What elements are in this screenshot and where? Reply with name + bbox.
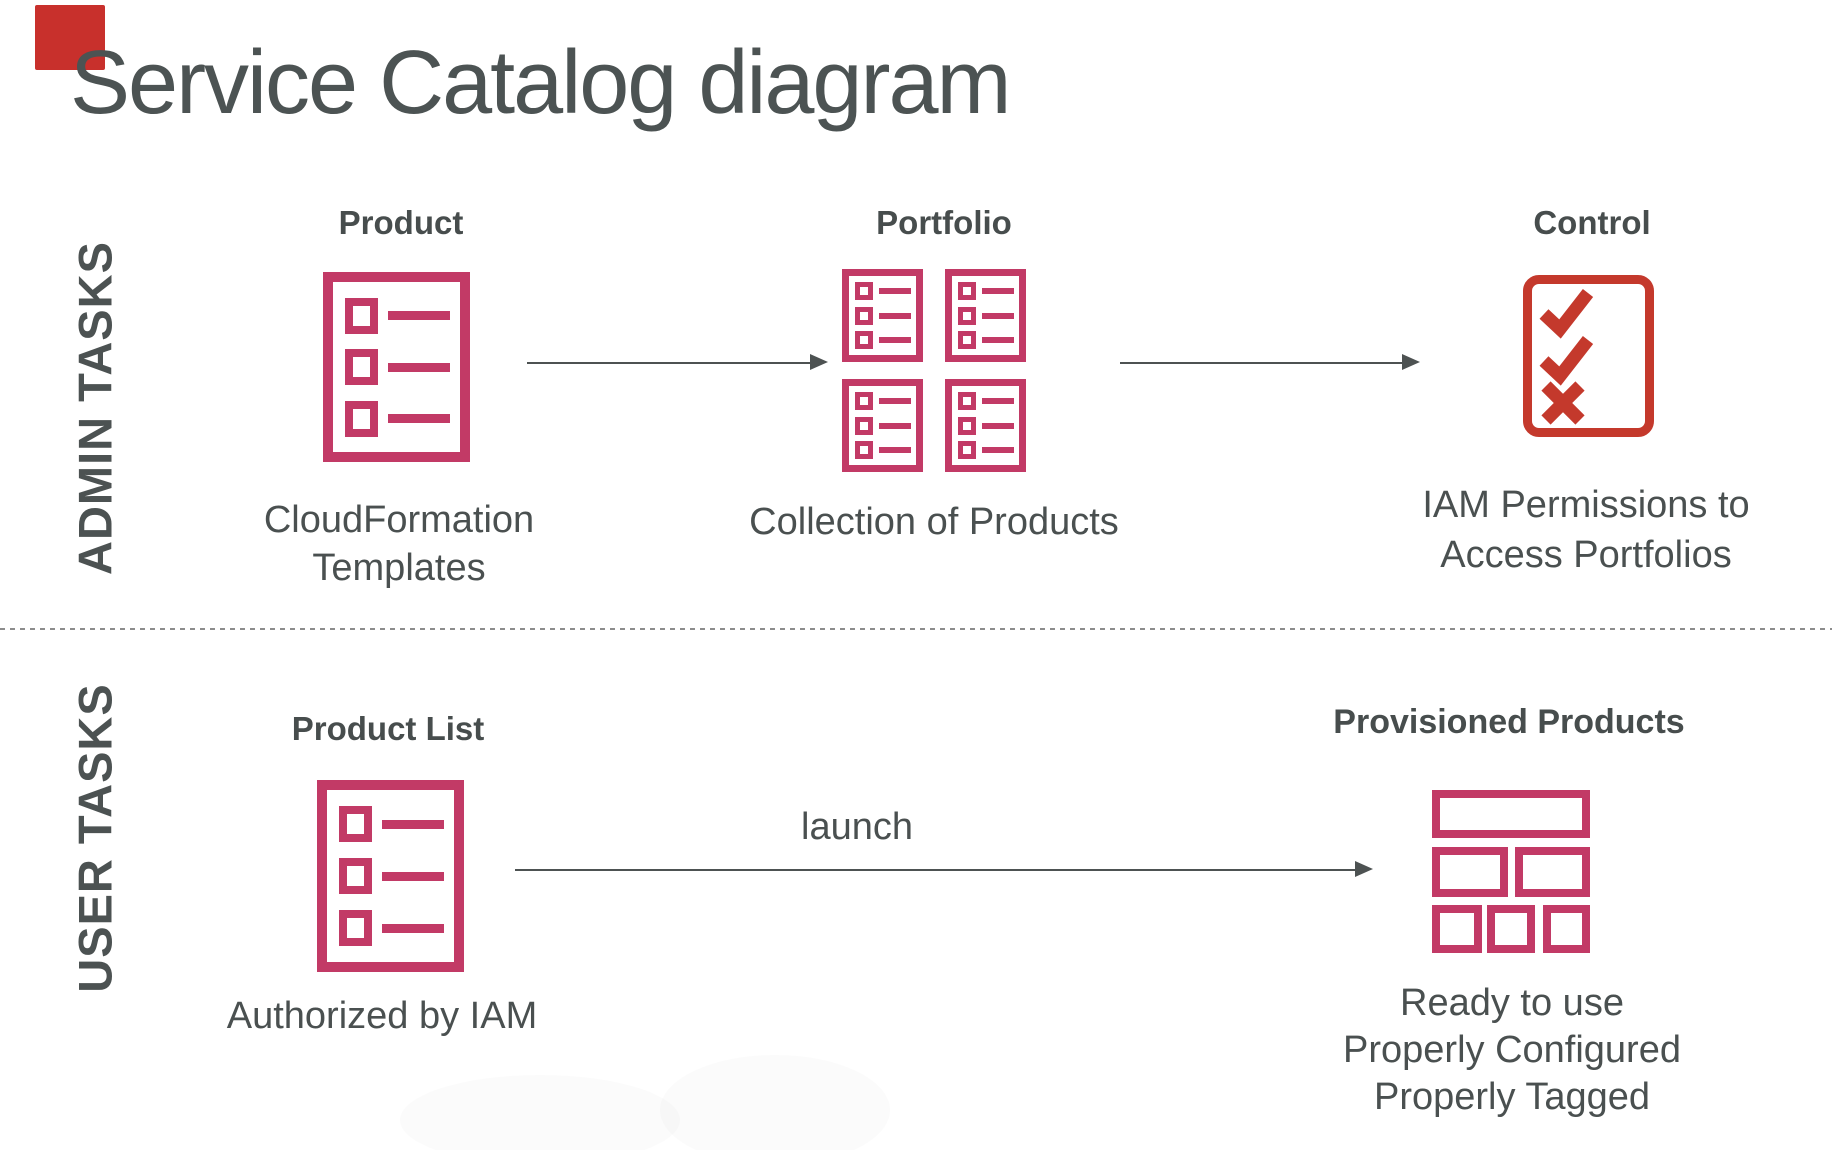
brand-accent-square (35, 5, 105, 70)
check-x-marks (1539, 289, 1594, 425)
portfolio-heading: Portfolio (876, 204, 1012, 241)
arrow-portfolio-to-control (1120, 354, 1420, 370)
watermark-smudge (400, 1075, 680, 1150)
list-row (345, 297, 460, 334)
product-list-caption: Authorized by IAM (226, 995, 538, 1037)
arrow-launch (515, 861, 1373, 877)
list-row (339, 806, 454, 842)
admin-tasks-label: ADMIN TASKS (68, 241, 122, 575)
provisioned-caption-line: Properly Tagged (1373, 1076, 1651, 1118)
block (1432, 905, 1482, 953)
product-caption: CloudFormation Templates (263, 499, 535, 589)
user-tasks-label: USER TASKS (68, 683, 122, 993)
page-title: Service Catalog diagram (70, 33, 1011, 133)
control-caption: IAM Permissions to Access Portfolios (1422, 484, 1750, 576)
portfolio-caption: Collection of Products (749, 501, 1119, 543)
block (1543, 905, 1590, 953)
block (1487, 905, 1535, 953)
arrow-product-to-portfolio (527, 354, 828, 370)
list-row (339, 910, 454, 946)
product-list-document-icon (323, 272, 470, 462)
product-heading: Product (338, 204, 464, 241)
provisioned-caption-line: Properly Configured (1343, 1029, 1681, 1071)
block (1432, 790, 1590, 838)
launch-arrow-label: launch (801, 806, 913, 848)
product-list-heading: Product List (291, 710, 485, 747)
control-heading: Control (1533, 204, 1651, 241)
checklist-checks-icon (1523, 275, 1654, 437)
list-row (345, 400, 460, 437)
portfolio-item-icon (842, 269, 923, 362)
list-row (339, 858, 454, 894)
provisioned-heading: Provisioned Products (1333, 703, 1685, 741)
block (1432, 847, 1508, 897)
watermark-smudge (660, 1055, 890, 1150)
portfolio-item-icon (945, 379, 1026, 472)
list-row (345, 349, 460, 385)
portfolio-item-icon (945, 269, 1026, 362)
provisioned-caption-line: Ready to use (1400, 982, 1624, 1024)
block (1515, 847, 1590, 897)
row-divider-dashed-line (0, 628, 1832, 630)
product-list-icon (317, 780, 464, 972)
stacked-blocks-icon (1432, 790, 1590, 953)
portfolio-item-icon (842, 379, 923, 472)
provisioned-caption: Ready to use Properly Configured Properl… (1252, 980, 1772, 1121)
